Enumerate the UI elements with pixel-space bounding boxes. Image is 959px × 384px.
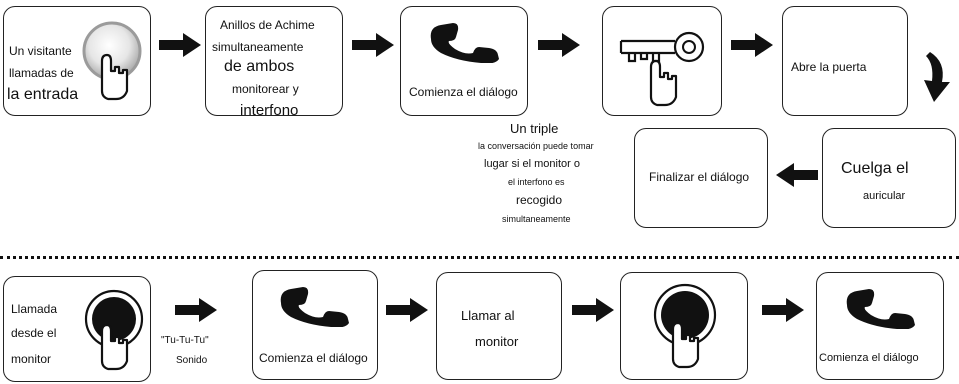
arrow-right-icon [572,298,614,322]
arrow-right-icon [731,33,773,57]
end-dialog-box: Finalizar el diálogo [634,128,768,228]
sound-line-1: "Tu-Tu-Tu" [161,335,209,346]
open-door-label: Abre la puerta [791,60,867,74]
key-box [602,6,722,116]
arrow-right-icon [159,33,201,57]
triple-line-6: simultaneamente [502,214,571,224]
dialog-start-box-3: Comienza el diálogo [816,272,944,380]
arrow-right-icon [175,298,217,322]
phone-handset-icon [280,287,349,327]
dialog-start-box: Comienza el diálogo [400,6,528,116]
end-dialog-label: Finalizar el diálogo [649,170,750,184]
call-monitor-line-2: monitor [475,334,519,349]
triple-line-1: Un triple [510,121,559,136]
black-button-icon [653,283,717,369]
open-door-box: Abre la puerta [782,6,908,116]
visitor-line-3: la entrada [7,86,79,103]
call-monitor-box: Llamar al monitor [436,272,562,380]
curved-arrow-down-icon [924,52,950,102]
triple-conversation-note: Un triple la conversación puede tomar lu… [470,122,620,232]
monitor-call-box: Llamada desde el monitor [3,276,151,382]
arrow-left-icon [776,163,818,187]
dialog-start-label: Comienza el diálogo [409,85,518,99]
triple-line-5: recogido [516,193,563,207]
visitor-line-1: Un visitante [9,44,72,58]
dialog-start-label-3: Comienza el diálogo [819,352,919,364]
rings-line-4: monitorear y [232,82,299,96]
dialog-start-label-2: Comienza el diálogo [259,351,368,365]
triple-line-3: lugar si el monitor o [484,158,580,170]
triple-line-2: la conversación puede tomar [478,141,594,151]
arrow-right-icon [352,33,394,57]
glowing-button-icon [82,21,142,101]
rings-line-2: simultaneamente [212,40,304,54]
call-monitor-line-1: Llamar al [461,308,515,323]
monitor-call-line-2: desde el [11,326,57,340]
monitor-call-line-3: monitor [11,352,52,366]
black-button-box [620,272,748,380]
visitor-calls-box: Un visitante llamadas de la entrada [3,6,151,116]
sound-line-2: Sonido [176,355,208,366]
arrow-right-icon [538,33,580,57]
rings-box: Anillos de Achime simultaneamente de amb… [205,6,343,119]
arrow-right-icon [762,298,804,322]
dialog-start-box-2: Comienza el diálogo [252,270,378,380]
rings-line-1: Anillos de Achime [220,18,315,32]
triple-line-4: el interfono es [508,177,565,187]
phone-handset-icon [846,289,915,329]
hang-up-line-2: auricular [863,190,906,202]
section-divider [0,256,959,259]
arrow-right-icon [386,298,428,322]
hang-up-box: Cuelga el auricular [822,128,956,228]
rings-line-3: de ambos [224,58,295,75]
monitor-call-line-1: Llamada [11,302,58,316]
rings-line-5: interfono [240,102,299,119]
black-button-icon [84,289,144,371]
key-icon [619,31,705,107]
phone-handset-icon [430,23,499,63]
visitor-line-2: llamadas de [9,66,74,80]
hang-up-line-1: Cuelga el [841,160,909,177]
